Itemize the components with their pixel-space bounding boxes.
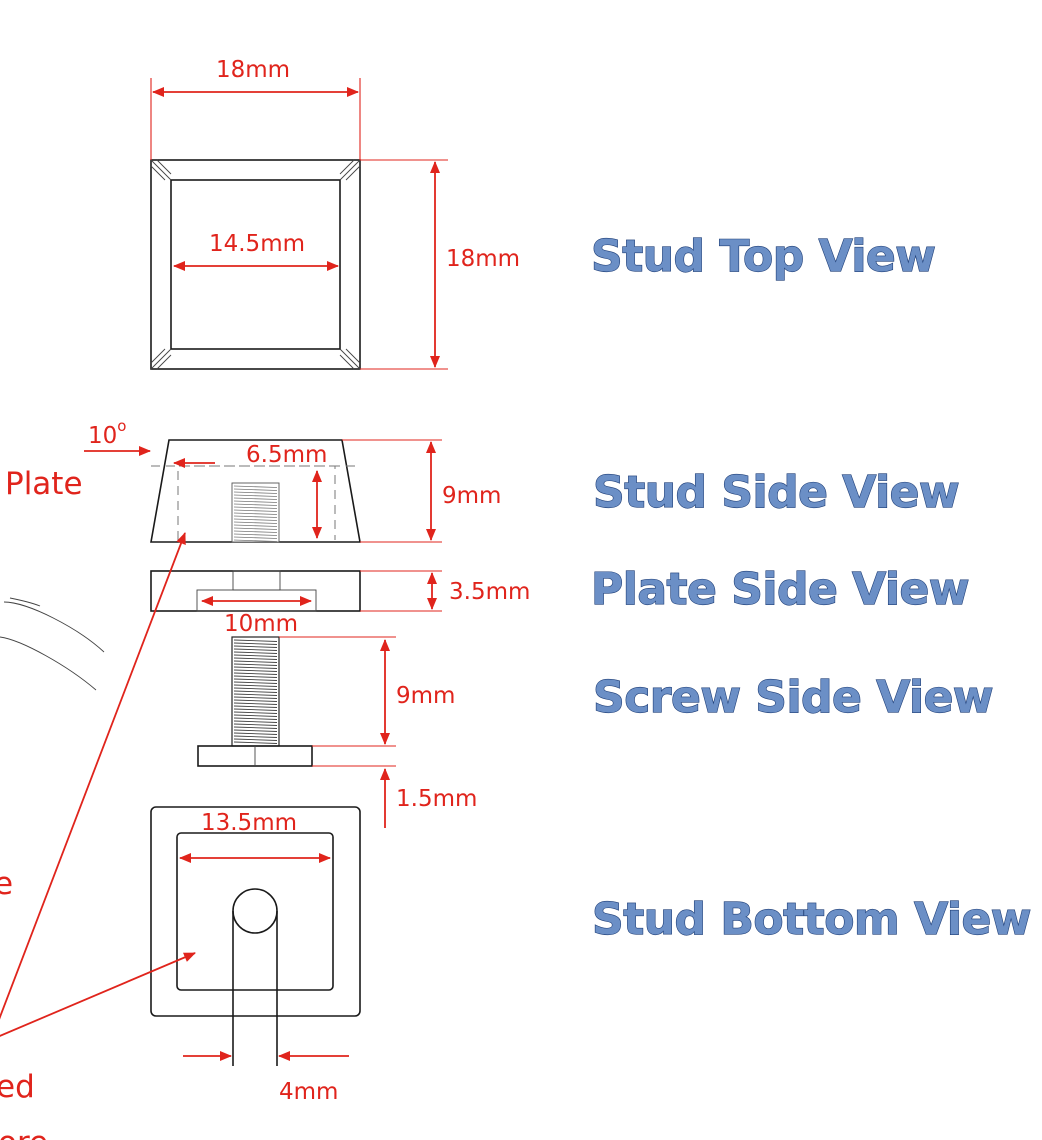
top-inner-label: 14.5mm (209, 231, 305, 257)
plate-side-view: 10mm 3.5mm (150, 570, 530, 637)
plate-extension-lines (360, 570, 442, 612)
stud-side-view-title: Stud Side View (593, 467, 959, 518)
plate-hole-top (232, 570, 281, 591)
plate-outline (150, 570, 361, 612)
plate-callout-text: Plate (5, 466, 83, 502)
plate-height-label: 3.5mm (449, 579, 530, 605)
callout-leader-to-bottom (0, 952, 196, 1037)
screw-side-view: 9mm 1.5mm (197, 636, 477, 828)
screw-thread (233, 639, 278, 744)
bottom-hole-extension-lines (232, 911, 278, 1066)
screw-head-label: 1.5mm (396, 786, 477, 812)
stud-bottom-view-title: Stud Bottom View (592, 894, 1031, 945)
screw-side-view-title: Screw Side View (593, 672, 993, 723)
callout-fragment-ed: ed (0, 1069, 35, 1105)
bottom-outer-square (150, 806, 361, 1017)
callout-fragment-partial: ore (0, 1125, 48, 1140)
stud-side-height-label: 9mm (442, 483, 501, 509)
bottom-inner-square (176, 832, 334, 991)
top-width-extension-lines (150, 78, 361, 160)
stud-top-view: 18mm 14.5mm 18mm (150, 57, 520, 370)
top-height-label: 18mm (446, 246, 520, 272)
angle-label: 10o (88, 417, 126, 449)
callout-fragment-e: e (0, 866, 13, 902)
top-width-label: 18mm (216, 57, 290, 83)
top-inner-square (170, 179, 341, 350)
top-bevel-lines (150, 159, 361, 370)
plate-counterbore (196, 589, 317, 612)
partial-sketch-lines (0, 597, 105, 691)
callout-leader-to-stud (0, 532, 186, 1020)
depth-label: 6.5mm (246, 442, 327, 468)
stud-side-view: 10o 6.5mm 9mm (84, 417, 501, 543)
plate-side-view-title: Plate Side View (591, 564, 969, 615)
screw-length-label: 9mm (396, 683, 455, 709)
top-height-extension-lines (360, 159, 448, 370)
stud-top-view-title: Stud Top View (591, 231, 935, 282)
plate-hole-label: 10mm (224, 611, 298, 637)
stud-side-extension-lines (342, 439, 442, 543)
screw-extension-lines (279, 636, 396, 767)
bottom-hole-label: 4mm (279, 1079, 338, 1105)
top-outer-square (150, 159, 361, 370)
bottom-inner-label: 13.5mm (201, 810, 297, 836)
left-callouts: Plate e ed ore (0, 466, 196, 1140)
stud-side-thread (231, 482, 280, 543)
bottom-screw-hole (232, 888, 278, 934)
stud-bottom-view: 13.5mm 4mm (150, 806, 361, 1105)
